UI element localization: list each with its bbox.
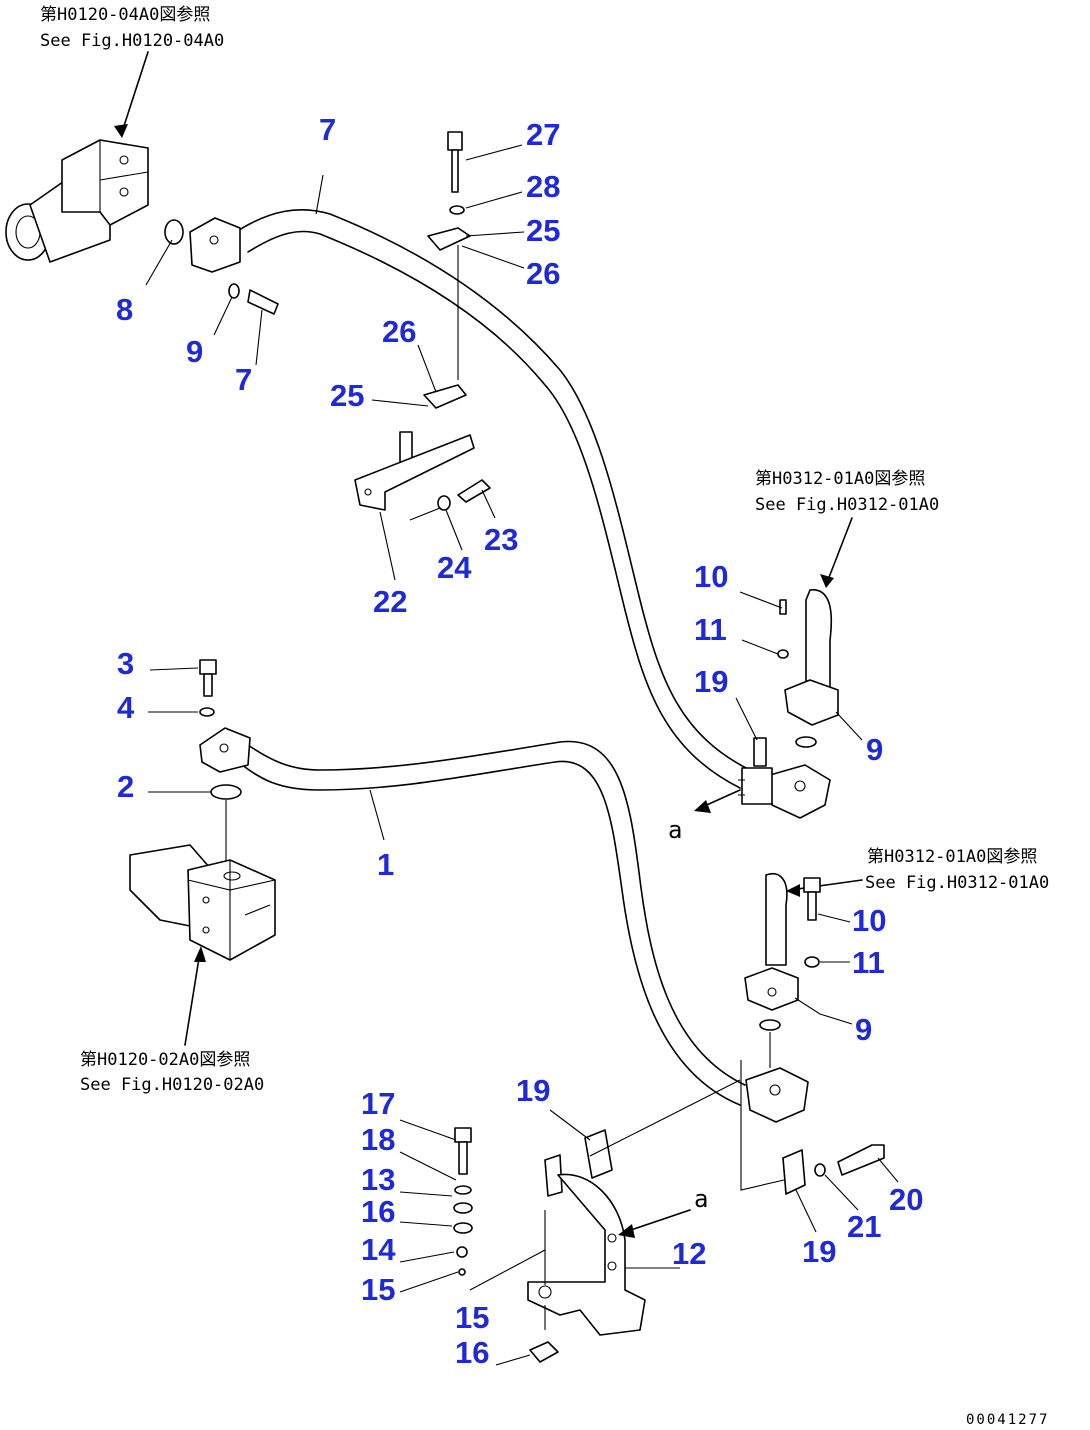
callout-9: 9 xyxy=(866,732,883,767)
drawing-code: 00041277 xyxy=(966,1412,1049,1428)
pump-upper xyxy=(5,139,184,263)
reference-note-right-upper: 第H0312-01A0図参照 See Fig.H0312-01A0 xyxy=(755,469,939,515)
callout-10b: 10 xyxy=(852,903,886,938)
callout-17: 17 xyxy=(361,1086,395,1121)
callout-10: 10 xyxy=(694,559,728,594)
reference-note-right-lower: 第H0312-01A0図参照 See Fig.H0312-01A0 xyxy=(865,847,1049,893)
callout-25: 25 xyxy=(526,213,560,248)
callout-16b: 16 xyxy=(455,1335,489,1370)
callout-12: 12 xyxy=(672,1236,706,1271)
callout-26b: 26 xyxy=(382,314,416,349)
reference-en: See Fig.H0312-01A0 xyxy=(755,495,939,515)
callout-20: 20 xyxy=(889,1182,923,1217)
callouts: 7 8 9 7 27 28 25 26 26 25 23 24 22 10 11… xyxy=(116,112,923,1370)
callout-24: 24 xyxy=(437,550,472,585)
bracket-12-assembly xyxy=(469,1060,885,1336)
reference-en: See Fig.H0120-02A0 xyxy=(80,1075,264,1095)
bracket-22-assembly xyxy=(354,384,491,521)
callout-23: 23 xyxy=(484,522,518,557)
callout-3: 3 xyxy=(117,646,134,681)
reference-jp: 第H0312-01A0図参照 xyxy=(755,469,925,489)
reference-note-left-lower: 第H0120-02A0図参照 See Fig.H0120-02A0 xyxy=(80,1050,264,1095)
fasteners-2-3-4 xyxy=(199,659,242,870)
callout-7: 7 xyxy=(235,362,252,397)
leader-lines xyxy=(145,144,899,1366)
callout-21: 21 xyxy=(847,1209,881,1244)
view-marker-a: a xyxy=(694,1185,708,1213)
callout-19c: 19 xyxy=(802,1234,836,1269)
callout-18: 18 xyxy=(361,1122,395,1157)
reference-arrows xyxy=(114,51,863,1046)
callout-27: 27 xyxy=(526,117,560,152)
reference-en: See Fig.H0120-04A0 xyxy=(40,31,224,51)
reference-jp: 第H0120-02A0図参照 xyxy=(80,1050,250,1070)
callout-2: 2 xyxy=(117,769,134,804)
callout-14: 14 xyxy=(361,1232,396,1267)
callout-6: 8 xyxy=(116,292,133,327)
callout-5: 7 xyxy=(319,112,336,147)
callout-4: 4 xyxy=(117,690,135,725)
reference-jp: 第H0312-01A0図参照 xyxy=(867,847,1037,867)
callout-13: 13 xyxy=(361,1162,395,1197)
callout-28: 28 xyxy=(526,169,560,204)
callout-11b: 11 xyxy=(852,945,885,980)
pump-lower xyxy=(129,844,276,961)
view-marker-a: a xyxy=(668,816,682,844)
view-marker-lower: a xyxy=(618,1185,708,1238)
reference-en: See Fig.H0312-01A0 xyxy=(865,873,1049,893)
valve-connection-lower xyxy=(744,873,821,1123)
callout-19: 19 xyxy=(694,664,728,699)
view-marker-upper: a xyxy=(668,789,741,844)
callout-22: 22 xyxy=(373,584,407,619)
callout-15: 15 xyxy=(361,1272,395,1307)
reference-jp: 第H0120-04A0図参照 xyxy=(40,5,210,25)
callout-15b: 15 xyxy=(455,1300,489,1335)
reference-note-top-left: 第H0120-04A0図参照 See Fig.H0120-04A0 xyxy=(40,5,224,51)
callout-9b: 9 xyxy=(855,1012,872,1047)
tube-1 xyxy=(199,727,746,1106)
callout-1: 1 xyxy=(377,847,394,882)
callout-8: 9 xyxy=(186,334,203,369)
callout-26: 26 xyxy=(526,256,560,291)
callout-25b: 25 xyxy=(330,378,364,413)
callout-11: 11 xyxy=(694,612,727,647)
valve-connection-upper xyxy=(738,589,839,819)
callout-16: 16 xyxy=(361,1194,395,1229)
fasteners-7-8 xyxy=(228,283,279,315)
tube-5 xyxy=(189,209,751,789)
fastener-stack xyxy=(453,1127,559,1363)
clamp-top-stack xyxy=(427,131,471,380)
callout-19b: 19 xyxy=(516,1073,550,1108)
